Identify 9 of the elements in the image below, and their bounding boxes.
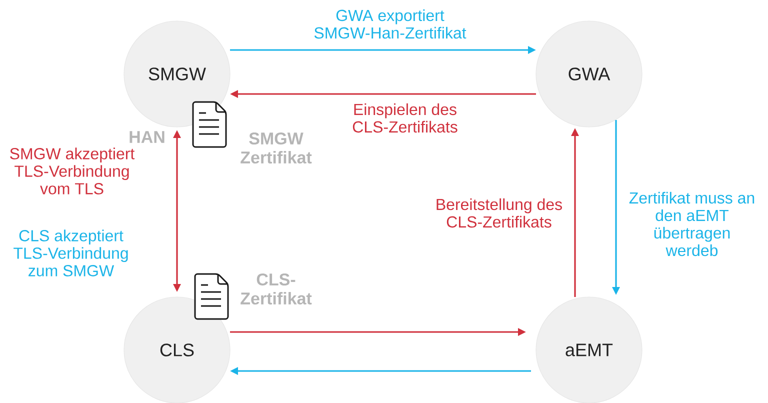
edge-label: Zertifikat muss an den aEMT übertragen werdeb (626, 190, 758, 258)
certificate-label: CLS- Zertifikat (240, 273, 312, 305)
edge-label: Einspielen des CLS-Zertifikats (346, 102, 464, 134)
edge-label: SMGW akzeptiert TLS-Verbindung vom TLS (6, 146, 138, 196)
edge-label: GWA exportiert SMGW-Han-Zertifikat (309, 8, 471, 40)
zone-label: HAN (130, 131, 164, 143)
certificate-label: SMGW Zertifikat (240, 132, 312, 164)
edge-label: Bereitstellung des CLS-Zertifikats (432, 197, 566, 229)
note-label: CLS akzeptiert TLS-Verbindung zum SMGW (14, 230, 128, 276)
